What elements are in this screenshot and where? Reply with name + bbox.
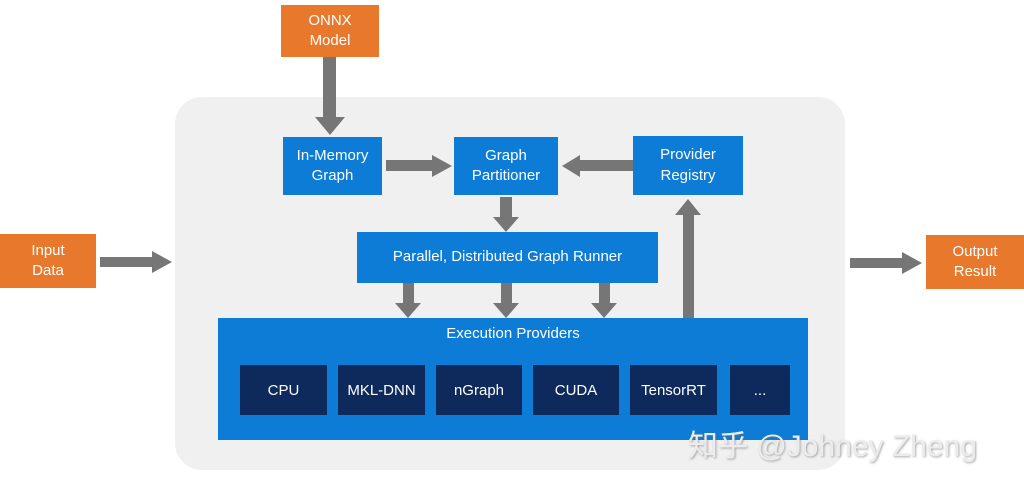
node-onnx-model-label: ONNX Model (308, 11, 352, 49)
node-onnx-model: ONNX Model (281, 5, 379, 57)
node-input-data-label: Input Data (31, 241, 65, 279)
provider-chip-ellipsis: ... (730, 365, 790, 415)
provider-chip-cuda: CUDA (533, 365, 619, 415)
node-output-result: Output Result (926, 235, 1024, 289)
execution-providers-title: Execution Providers (446, 325, 580, 342)
provider-chip-tensorrt-label: TensorRT (641, 381, 706, 399)
provider-chip-tensorrt: TensorRT (630, 365, 717, 415)
provider-chip-ngraph: nGraph (436, 365, 522, 415)
node-provider-registry: Provider Registry (633, 136, 743, 195)
provider-chip-mkl-dnn: MKL-DNN (338, 365, 425, 415)
node-in-memory-graph-label: In-Memory Graph (296, 146, 369, 184)
node-graph-runner: Parallel, Distributed Graph Runner (357, 232, 658, 283)
node-input-data: Input Data (0, 234, 96, 288)
node-provider-registry-label: Provider Registry (660, 146, 716, 184)
provider-chip-ngraph-label: nGraph (453, 381, 505, 399)
provider-chip-cuda-label: CUDA (554, 381, 598, 399)
node-in-memory-graph: In-Memory Graph (283, 137, 382, 195)
provider-chip-mkl-dnn-label: MKL-DNN (347, 381, 416, 399)
provider-chip-ellipsis-label: ... (753, 381, 767, 399)
node-graph-runner-label: Parallel, Distributed Graph Runner (392, 248, 623, 266)
provider-chip-cpu-label: CPU (267, 381, 300, 399)
node-output-result-label: Output Result (952, 242, 998, 280)
node-graph-partitioner: Graph Partitioner (454, 137, 558, 195)
provider-chip-cpu: CPU (240, 365, 327, 415)
node-graph-partitioner-label: Graph Partitioner (471, 146, 541, 184)
watermark: 知乎 @Johney Zheng (688, 430, 977, 463)
